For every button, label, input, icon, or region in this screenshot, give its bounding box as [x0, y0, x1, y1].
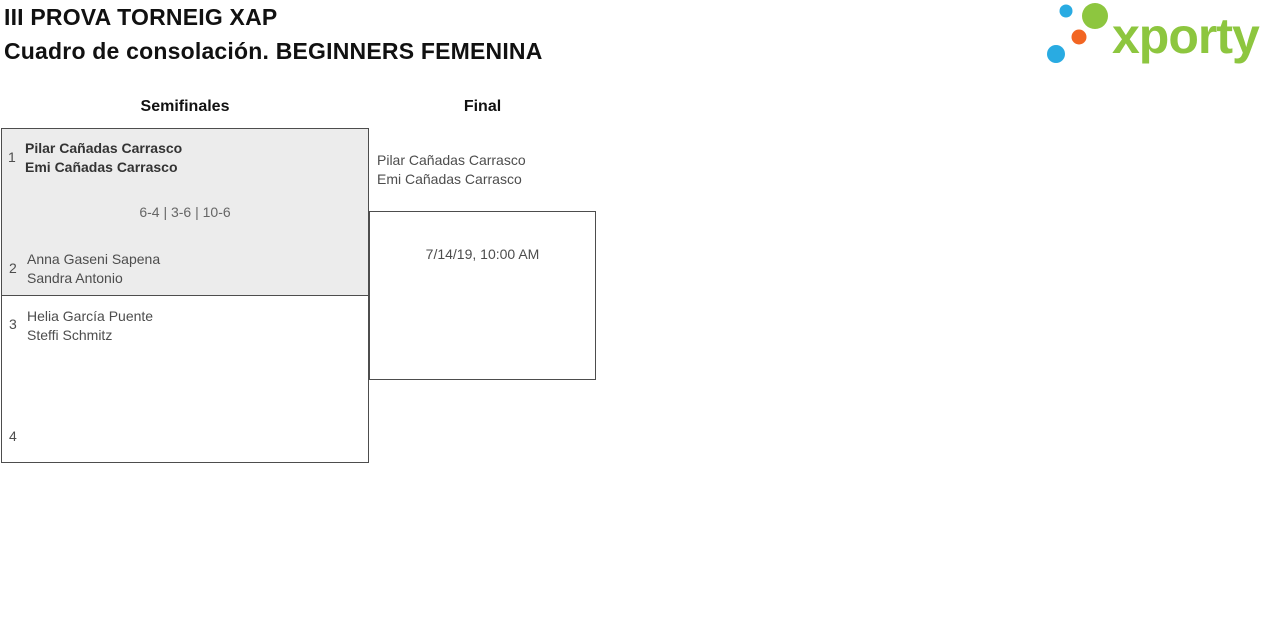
xporty-dots-icon	[1046, 0, 1108, 71]
sf2-team1-player2: Steffi Schmitz	[27, 327, 113, 343]
seed-3-label: 3	[9, 316, 17, 332]
page-title: III PROVA TORNEIG XAP	[4, 4, 278, 30]
sf1-score: 6-4 | 3-6 | 10-6	[139, 204, 231, 220]
sf2-team1-player1: Helia García Puente	[27, 308, 154, 324]
seed-1-label: 1	[8, 149, 16, 165]
round-header-final: Final	[463, 98, 502, 115]
final-winner-player2: Emi Cañadas Carrasco	[377, 171, 522, 187]
sf1-team1: Pilar Cañadas Carrasco Emi Cañadas Carra…	[25, 139, 182, 177]
final-winner-player1: Pilar Cañadas Carrasco	[377, 152, 526, 168]
sf1-team2-player2: Sandra Antonio	[27, 270, 123, 286]
sf2-team1: Helia García Puente Steffi Schmitz	[27, 307, 153, 345]
semifinal-2-match[interactable]	[1, 295, 369, 463]
page-subtitle: Cuadro de consolación. BEGINNERS FEMENIN…	[4, 38, 543, 64]
final-match[interactable]	[369, 211, 596, 380]
sf1-team1-player1: Pilar Cañadas Carrasco	[25, 140, 183, 156]
sf1-team2: Anna Gaseni Sapena Sandra Antonio	[27, 250, 160, 288]
final-match-datetime: 7/14/19, 10:00 AM	[425, 246, 540, 262]
round-header-semifinales: Semifinales	[140, 98, 230, 115]
final-winner-team: Pilar Cañadas Carrasco Emi Cañadas Carra…	[377, 151, 526, 189]
xporty-logo-text: xporty	[1112, 8, 1260, 64]
seed-2-label: 2	[9, 260, 17, 276]
seed-4-label: 4	[9, 428, 17, 444]
sf1-team1-player2: Emi Cañadas Carrasco	[25, 159, 178, 175]
semifinal-1-match[interactable]	[1, 128, 369, 296]
xporty-logo[interactable]: xporty	[1046, 0, 1260, 71]
sf1-team2-player1: Anna Gaseni Sapena	[27, 251, 161, 267]
